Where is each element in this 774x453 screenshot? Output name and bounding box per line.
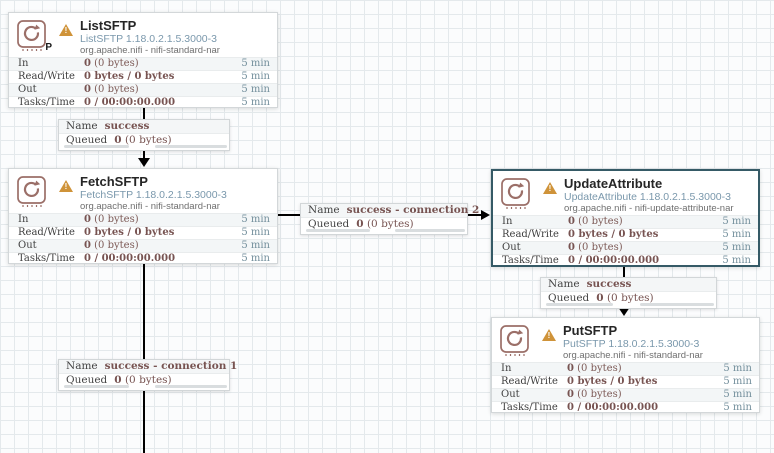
processor-bundle: org.apache.nifi - nifi-standard-nar [80, 45, 220, 56]
processor-fetchsftp[interactable]: ! FetchSFTP FetchSFTP 1.18.0.2.1.5.3000-… [8, 168, 278, 264]
queued-size: (0 bytes) [606, 292, 654, 304]
stat-row-out: Out 0 (0 bytes) 5 min [9, 239, 277, 252]
queued-size: (0 bytes) [124, 134, 172, 146]
processor-bundle: org.apache.nifi - nifi-update-attribute-… [564, 203, 734, 214]
queue-count-bar [64, 145, 130, 148]
queue-size-bar [155, 145, 227, 148]
processor-icon [15, 174, 49, 208]
processor-name: FetchSFTP [80, 174, 148, 189]
stat-row-in: In 0 (0 bytes) 5 min [493, 215, 758, 228]
processor-icon [499, 176, 533, 210]
stat-row-tasks-time: Tasks/Time 0 / 00:00:00.000 5 min [492, 401, 759, 414]
connection-label-success-connection-1[interactable]: Name success - connection 1 Queued 0 (0 by… [58, 359, 237, 391]
queued-count: 0 [356, 218, 364, 230]
connection-label-success[interactable]: Name success Queued 0 (0 bytes) [540, 277, 717, 309]
processor-bundle: org.apache.nifi - nifi-standard-nar [563, 350, 703, 361]
stat-row-tasks-time: Tasks/Time 0 / 00:00:00.000 5 min [9, 252, 277, 265]
processor-icon [498, 323, 532, 357]
arrowhead-icon [481, 210, 490, 220]
processor-name: ListSFTP [80, 18, 137, 33]
stat-row-out: Out 0 (0 bytes) 5 min [9, 83, 277, 96]
stat-row-read-write: Read/Write 0 bytes / 0 bytes 5 min [9, 70, 277, 83]
arrowhead-icon [138, 158, 150, 167]
queue-size-bar [395, 229, 465, 232]
processor-putsftp[interactable]: ! PutSFTP PutSFTP 1.18.0.2.1.5.3000-3 or… [491, 317, 760, 413]
connection-label-success[interactable]: Name success Queued 0 (0 bytes) [58, 119, 230, 151]
queue-size-bar [640, 303, 714, 306]
stat-row-read-write: Read/Write 0 bytes / 0 bytes 5 min [9, 226, 277, 239]
queue-count-bar [546, 303, 614, 306]
connection-name-value: success [586, 278, 632, 290]
stat-row-in: In 0 (0 bytes) 5 min [9, 213, 277, 226]
processor-name: PutSFTP [563, 323, 618, 338]
warning-icon: ! [59, 24, 73, 36]
queued-size: (0 bytes) [124, 374, 172, 386]
connection-name-key: Name [66, 120, 98, 132]
processor-listsftp[interactable]: P ! ListSFTP ListSFTP 1.18.0.2.1.5.3000-… [8, 12, 278, 108]
queue-count-bar [64, 385, 130, 388]
stat-row-tasks-time: Tasks/Time 0 / 00:00:00.000 5 min [493, 254, 758, 267]
queued-size: (0 bytes) [366, 218, 414, 230]
processor-type: ListSFTP 1.18.0.2.1.5.3000-3 [80, 33, 217, 45]
stat-row-read-write: Read/Write 0 bytes / 0 bytes 5 min [493, 228, 758, 241]
warning-icon: ! [543, 182, 557, 194]
queued-count: 0 [596, 292, 604, 304]
connection-name-value: success - connection 1 [104, 360, 238, 372]
processor-type: FetchSFTP 1.18.0.2.1.5.3000-3 [80, 189, 227, 201]
connection-name-key: Name [66, 360, 98, 372]
queued-count: 0 [114, 134, 122, 146]
queue-size-bar [155, 385, 227, 388]
queued-count: 0 [114, 374, 122, 386]
connection-queued-key: Queued [66, 374, 108, 386]
connection-label-success-connection-2[interactable]: Name success - connection 2 Queued 0 (0 by… [300, 203, 479, 235]
arrowhead-icon [618, 307, 630, 316]
stat-row-out: Out 0 (0 bytes) 5 min [493, 241, 758, 254]
stat-row-in: In 0 (0 bytes) 5 min [492, 362, 759, 375]
connection-queued-key: Queued [548, 292, 590, 304]
warning-icon: ! [542, 329, 556, 341]
stat-row-out: Out 0 (0 bytes) 5 min [492, 388, 759, 401]
primary-node-badge: P [45, 42, 52, 53]
stat-row-tasks-time: Tasks/Time 0 / 00:00:00.000 5 min [9, 96, 277, 109]
connection-name-key: Name [548, 278, 580, 290]
processor-type: UpdateAttribute 1.18.0.2.1.5.3000-3 [564, 191, 731, 203]
processor-icon: P [15, 18, 52, 53]
connection-name-key: Name [308, 204, 340, 216]
connection-queued-key: Queued [308, 218, 350, 230]
connection-name-value: success - connection 2 [346, 204, 480, 216]
connection-queued-key: Queued [66, 134, 108, 146]
processor-name: UpdateAttribute [564, 176, 663, 191]
processor-type: PutSFTP 1.18.0.2.1.5.3000-3 [563, 338, 700, 350]
connection-name-value: success [104, 120, 150, 132]
connection-line[interactable] [143, 264, 145, 453]
warning-icon: ! [59, 180, 73, 192]
queue-count-bar [306, 229, 370, 232]
stat-row-in: In 0 (0 bytes) 5 min [9, 57, 277, 70]
processor-updateattribute[interactable]: ! UpdateAttribute UpdateAttribute 1.18.0… [491, 169, 760, 267]
stat-row-read-write: Read/Write 0 bytes / 0 bytes 5 min [492, 375, 759, 388]
processor-bundle: org.apache.nifi - nifi-standard-nar [80, 201, 220, 212]
